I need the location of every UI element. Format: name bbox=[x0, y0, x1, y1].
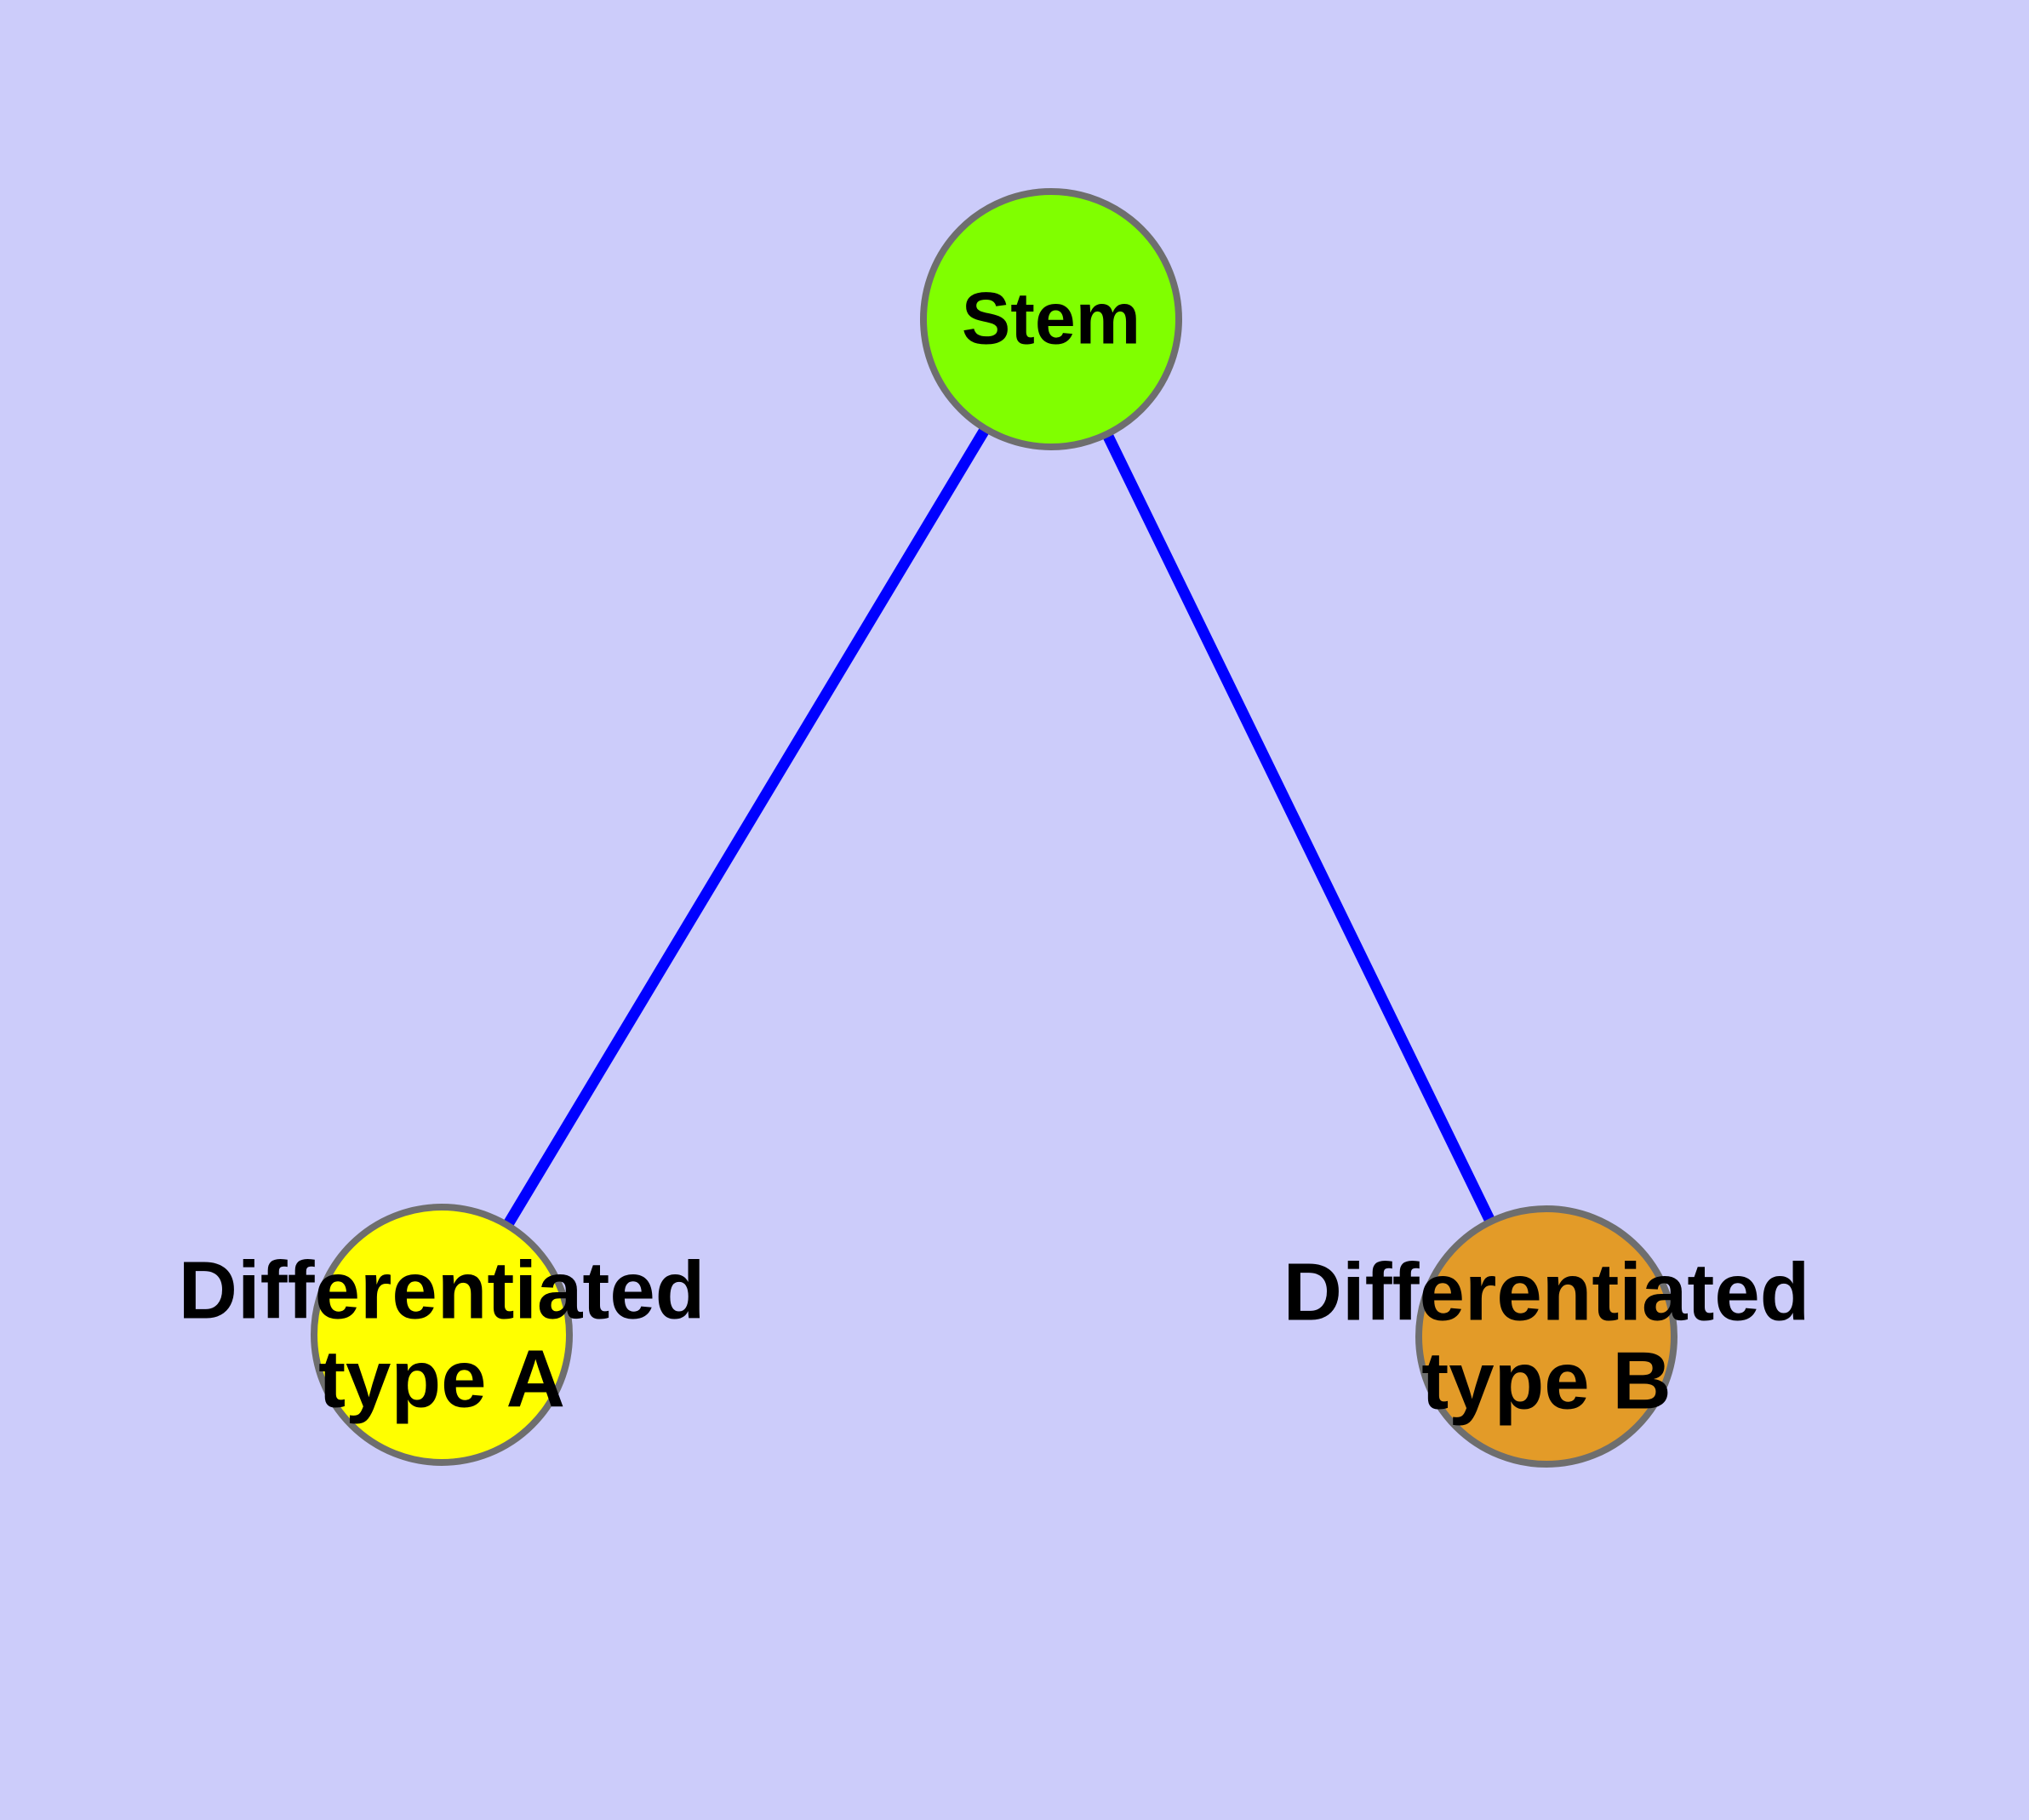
graph-node-diff-type-b[interactable] bbox=[1415, 1205, 1677, 1468]
graph-edge-stem-to-a bbox=[500, 422, 992, 1232]
graph-node-diff-type-a[interactable] bbox=[311, 1204, 573, 1466]
graph-node-stem[interactable] bbox=[920, 188, 1182, 450]
graph-edge-stem-to-b bbox=[1100, 428, 1497, 1228]
edges-layer bbox=[500, 422, 1497, 1232]
nodes-layer bbox=[311, 188, 1677, 1468]
